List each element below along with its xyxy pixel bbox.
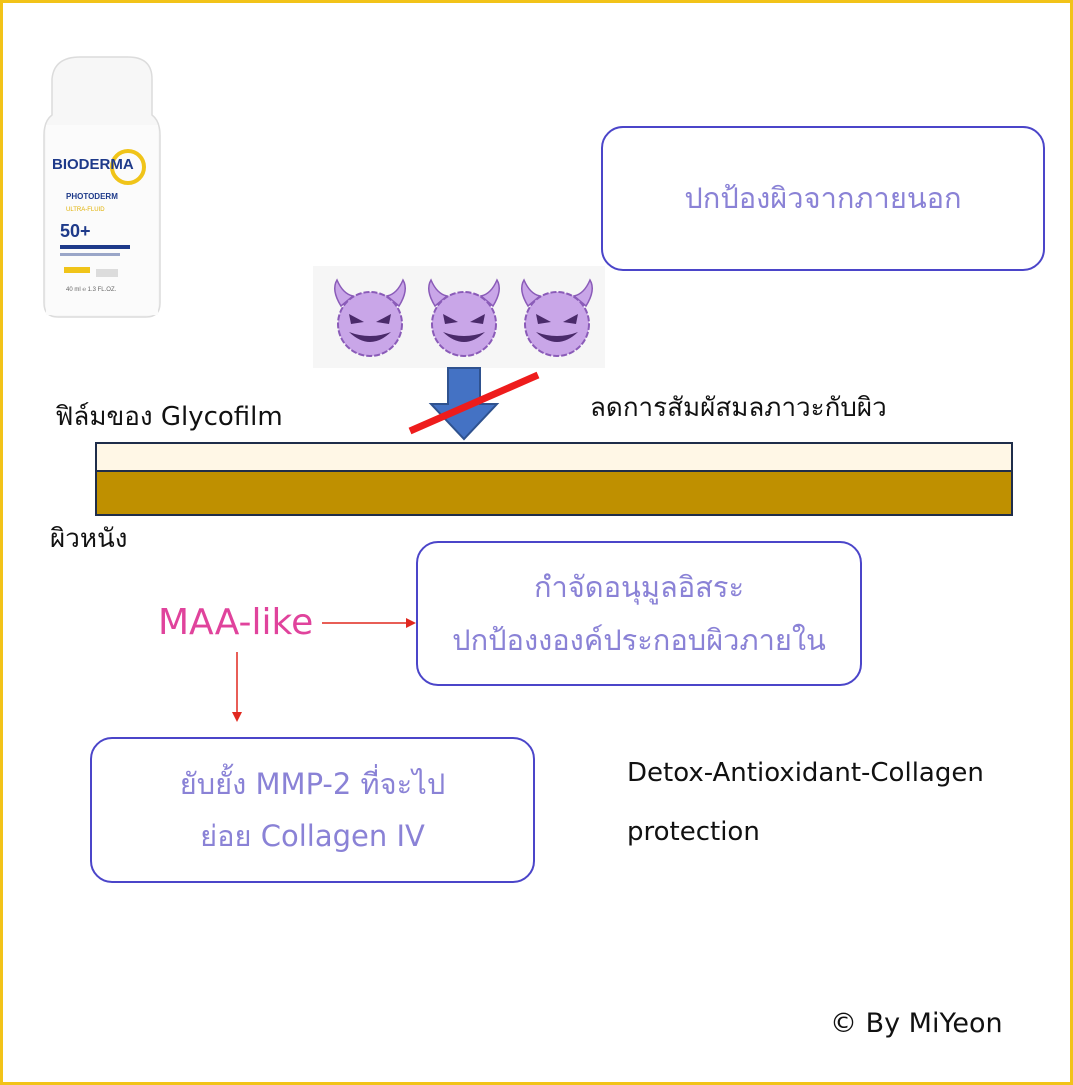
reduce-contact-label: ลดการสัมผัสมลภาวะกับผิว — [590, 393, 887, 423]
product-spf: 50+ — [60, 221, 91, 241]
product-brand: BIODERMA — [52, 156, 134, 173]
devil-icon — [521, 278, 593, 357]
antioxidant-text-line1: กำจัดอนุมูลอิสระ — [533, 570, 745, 605]
skin-label: ผิวหนัง — [50, 524, 128, 554]
product-line: PHOTODERM — [66, 192, 118, 201]
skin-layer — [95, 470, 1013, 516]
sunscreen-bottle-image: BIODERMA PHOTODERM ULTRA-FLUID 50+ 40 ml… — [43, 56, 161, 318]
mmp-inhibition-box: ยับยั้ง MMP-2 ที่จะไป ย่อย Collagen IV — [90, 737, 535, 883]
maa-like-label: MAA-like — [158, 602, 314, 643]
mmp-text-line1: ยับยั้ง MMP-2 ที่จะไป — [179, 766, 446, 801]
devil-icon — [428, 278, 500, 357]
pollutant-devils — [313, 266, 605, 368]
antioxidant-box: กำจัดอนุมูลอิสระ ปกป้องงองค์ประกอบผิวภาย… — [416, 541, 862, 686]
product-volume: 40 ml ℮ 1.3 FL.OZ. — [66, 287, 117, 293]
devil-icon — [334, 278, 406, 357]
product-variant: ULTRA-FLUID — [66, 207, 105, 213]
outer-protection-text: ปกป้องผิวจากภายนอก — [684, 181, 962, 216]
outer-protection-box: ปกป้องผิวจากภายนอก — [601, 126, 1045, 271]
description-line2: protection — [627, 817, 760, 847]
glycofilm-label: ฟิล์มของ Glycofilm — [55, 402, 283, 432]
mmp-text-line2: ย่อย Collagen IV — [200, 819, 425, 853]
credit-text: © By MiYeon — [830, 1008, 1003, 1039]
antioxidant-text-line2: ปกป้องงองค์ประกอบผิวภายใน — [452, 622, 826, 657]
glycofilm-layer — [95, 442, 1013, 472]
description-line1: Detox-Antioxidant-Collagen — [627, 758, 984, 788]
